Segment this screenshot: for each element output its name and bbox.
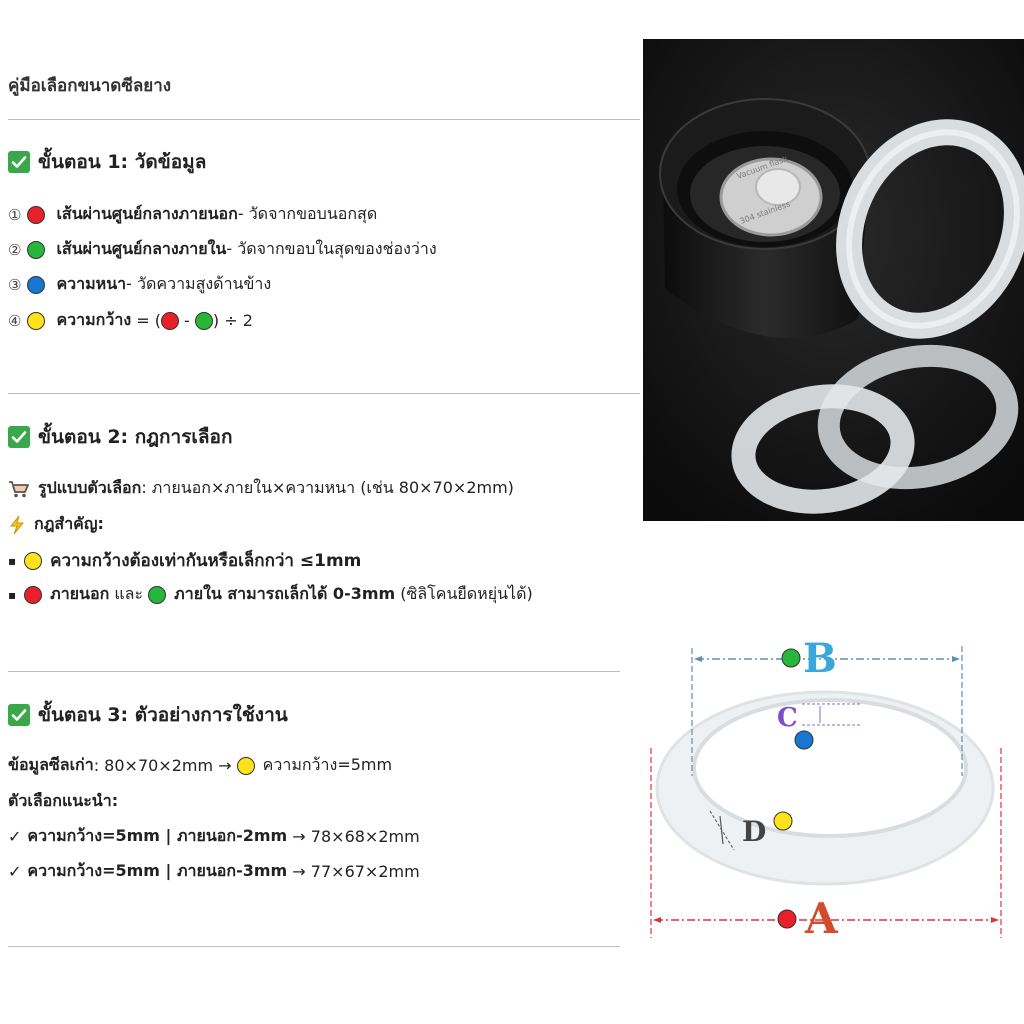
green-dot-icon: [27, 240, 46, 259]
label-c: C: [777, 703, 798, 733]
step1-heading: ขั้นตอน 1: วัดข้อมูล: [8, 147, 206, 177]
lightning-icon: [8, 515, 26, 535]
divider: [8, 946, 620, 947]
step1-item-width: ④ ความกว้าง = ( - ) ÷ 2: [8, 310, 253, 330]
red-dot-icon: [27, 205, 46, 224]
check-icon: [8, 426, 30, 448]
dimension-diagram: B C D A: [640, 628, 1024, 958]
check-icon: [8, 151, 30, 173]
step1-item-inner: ② เส้นผ่านศูนย์กลางภายใน - วัดจากขอบในสุ…: [8, 239, 437, 259]
check-icon: [8, 704, 30, 726]
step3-old-seal: ข้อมูลซีลเก่า : 80×70×2mm → ความกว้าง=5m…: [8, 755, 393, 775]
label-b: B: [803, 635, 837, 682]
step2-format: รูปแบบตัวเลือก : ภายนอก×ภายใน×ความหนา (เ…: [8, 476, 514, 501]
step3-recommend-2: ✓ ความกว้าง=5mm | ภายนอก-3mm → 77×67×2mm: [8, 861, 420, 881]
label-d: D: [742, 815, 766, 848]
yellow-dot-icon: [236, 756, 255, 775]
red-dot-icon: [24, 585, 43, 604]
step3-recommend-1: ✓ ความกว้าง=5mm | ภายนอก-2mm → 78×68×2mm: [8, 826, 420, 846]
green-dot-icon: [781, 648, 801, 668]
page-title: คู่มือเลือกขนาดซีลยาง: [8, 76, 172, 96]
step2-heading: ขั้นตอน 2: กฎการเลือก: [8, 422, 232, 452]
cart-icon: [8, 479, 30, 499]
yellow-dot-icon: [773, 811, 793, 831]
green-dot-icon: [148, 585, 167, 604]
bullet-icon: ▪: [8, 553, 17, 568]
divider: [8, 393, 640, 394]
step3-heading: ขั้นตอน 3: ตัวอย่างการใช้งาน: [8, 700, 288, 730]
blue-dot-icon: [27, 275, 46, 294]
step2-rule-1: ▪ ความกว้างต้องเท่ากันหรือเล็กกว่า ≤1mm: [8, 551, 362, 571]
step2-rule-2: ▪ ภายนอก และ ภายใน สามารถเล็กได้ 0-3mm (…: [8, 584, 533, 604]
yellow-dot-icon: [24, 551, 43, 570]
label-a: A: [804, 894, 839, 943]
step3-recommend-label: ตัวเลือกแนะนำ:: [8, 791, 119, 810]
divider: [8, 671, 620, 672]
red-dot-icon: [160, 311, 179, 330]
step1-item-thickness: ③ ความหนา - วัดความสูงด้านข้าง: [8, 274, 272, 294]
step1-item-outer: ① เส้นผ่านศูนย์กลางภายนอก - วัดจากขอบนอก…: [8, 204, 378, 224]
green-dot-icon: [194, 311, 213, 330]
blue-dot-icon: [794, 730, 814, 750]
red-dot-icon: [777, 909, 797, 929]
bullet-icon: ▪: [8, 587, 17, 602]
yellow-dot-icon: [27, 311, 46, 330]
step2-rules-label: กฎสำคัญ:: [8, 512, 104, 537]
divider: [8, 119, 640, 120]
product-photo: Vacuum flask 304 stainless: [643, 39, 1024, 521]
